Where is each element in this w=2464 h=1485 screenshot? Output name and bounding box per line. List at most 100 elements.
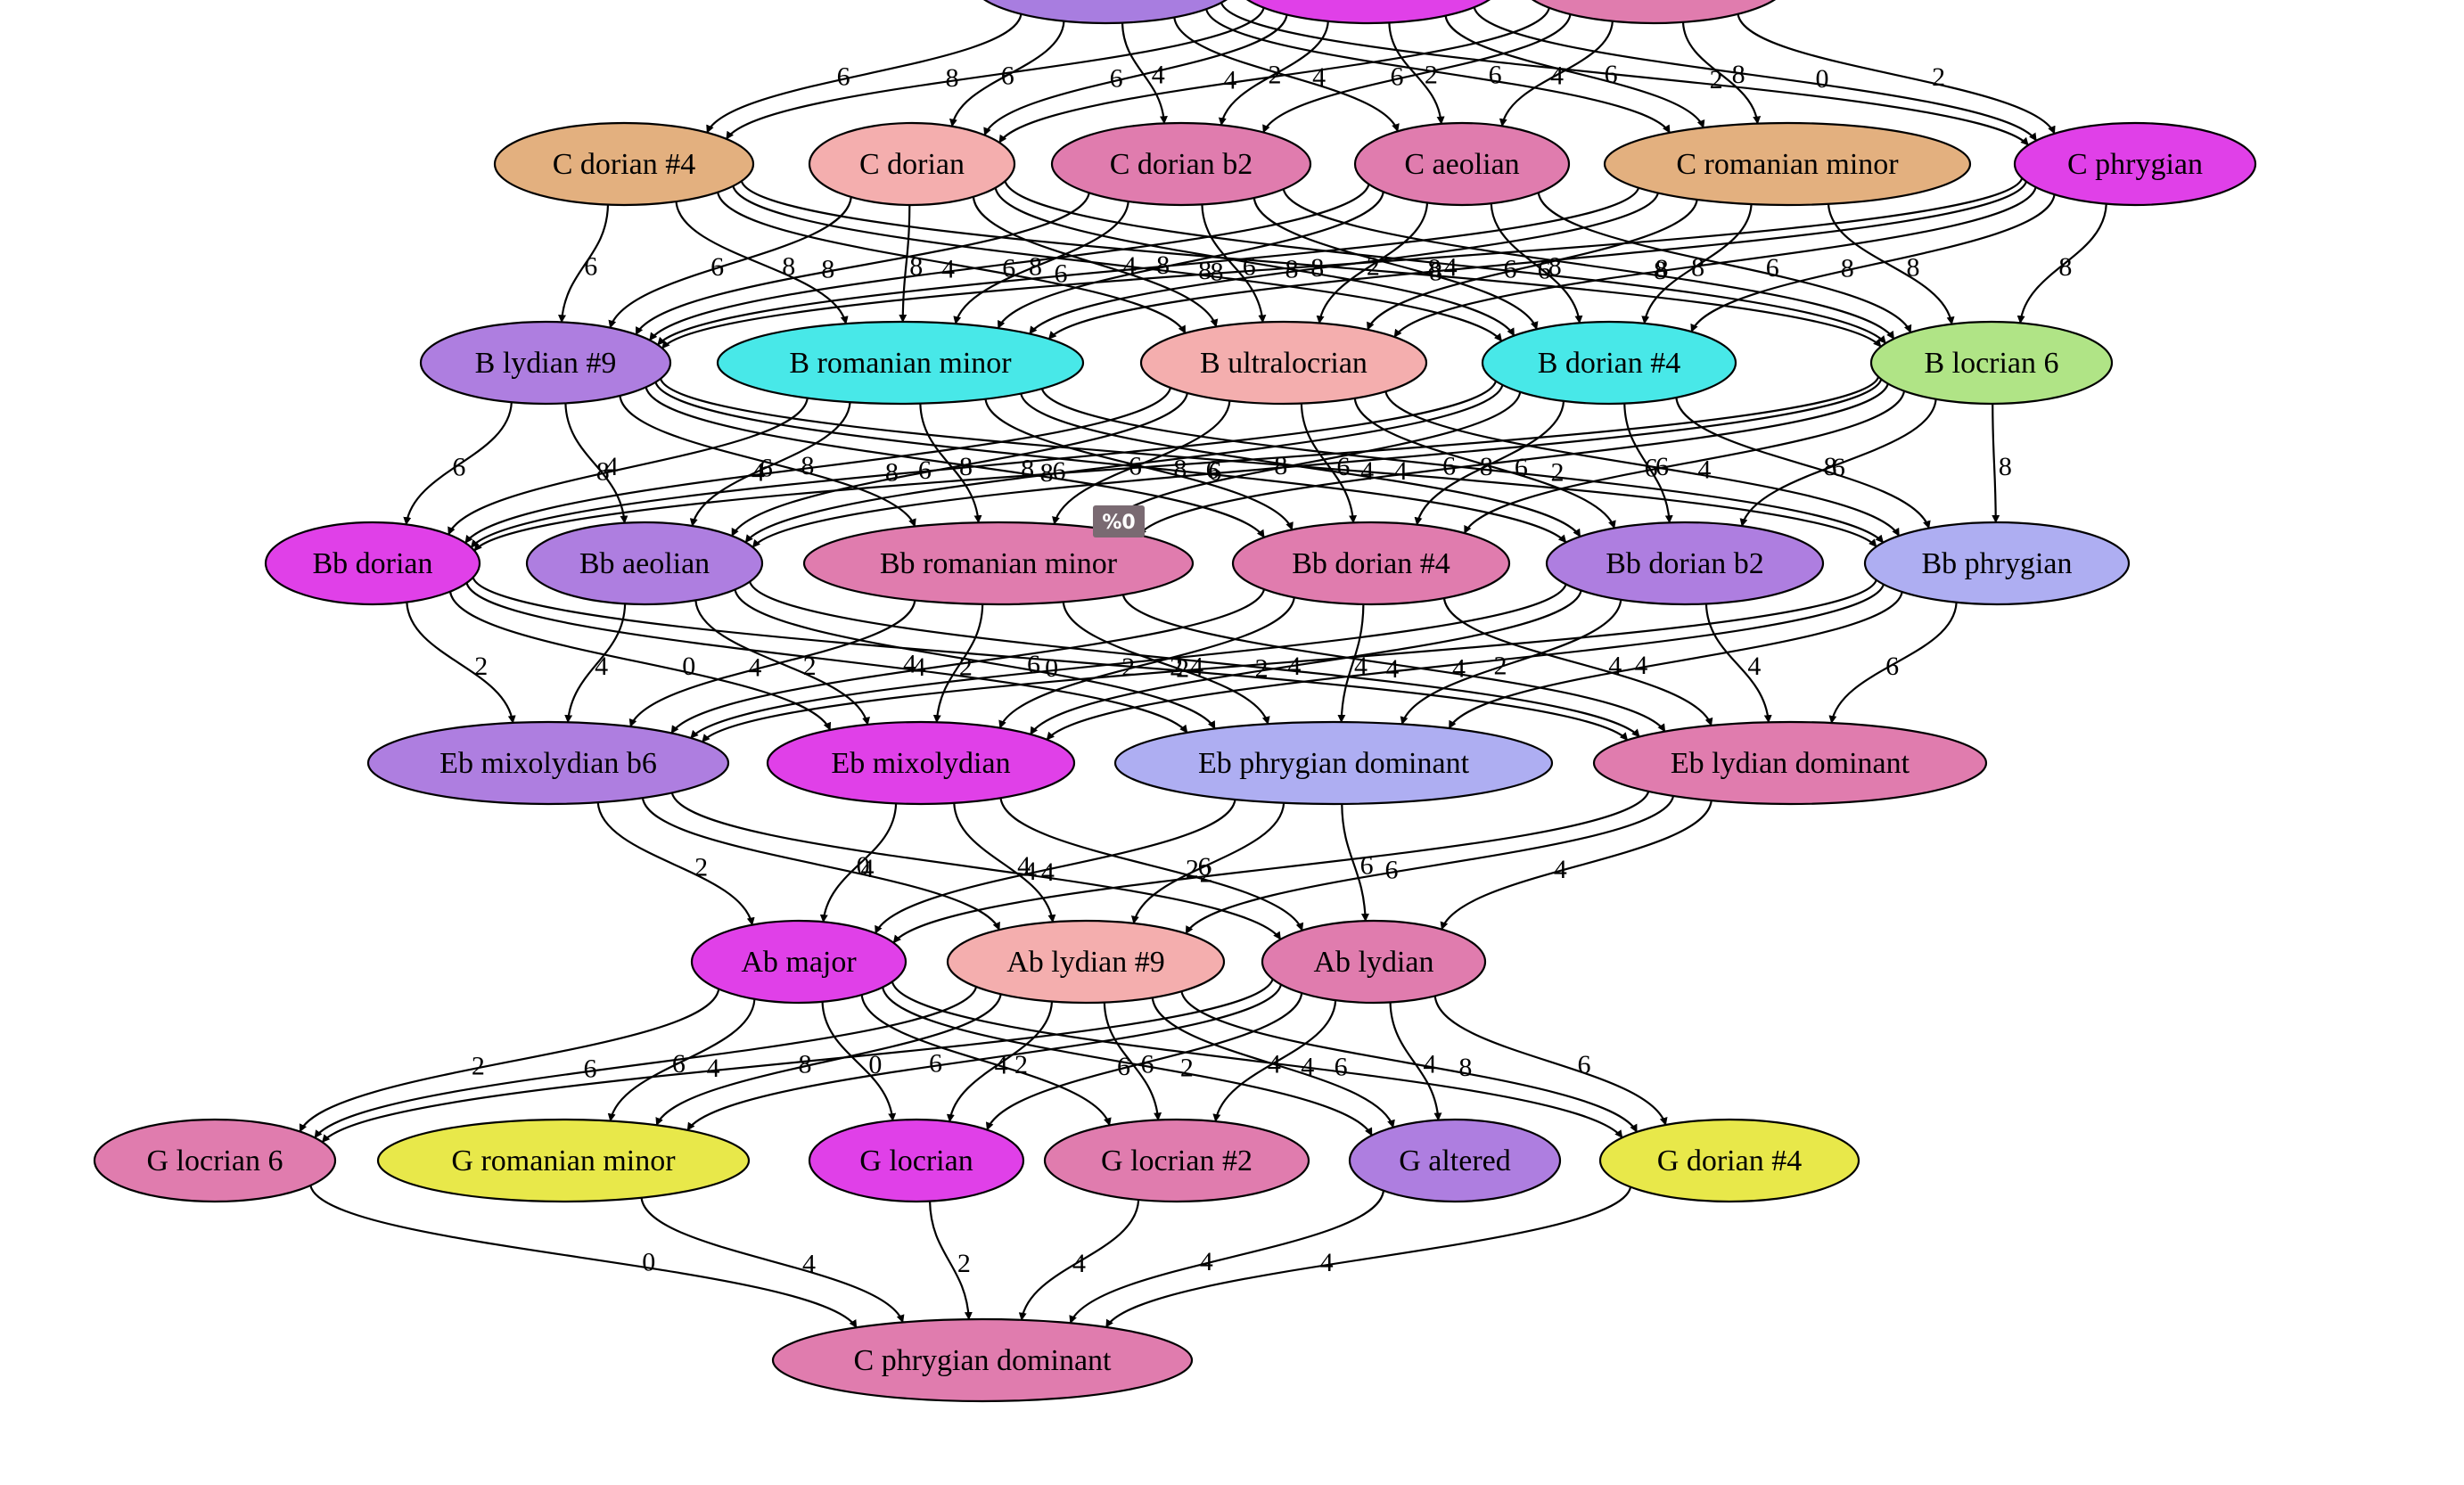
graph-edge — [299, 989, 720, 1133]
node-eb-mixolydian[interactable]: Eb mixolydian — [766, 720, 1076, 806]
graph-edge — [928, 1201, 973, 1320]
node-eb-lydian-dominant[interactable]: Eb lydian dominant — [1592, 720, 1988, 806]
node-label: Ab lydian — [1313, 946, 1433, 979]
graph-edge — [899, 204, 911, 323]
node-bb-dorian-s4[interactable]: Bb dorian #4 — [1231, 521, 1511, 606]
graph-edge — [1641, 204, 1753, 324]
graph-edge — [1623, 403, 1673, 524]
graph-edge — [1739, 398, 1937, 527]
edge-weight-label: 8 — [798, 1049, 811, 1079]
edge-weight-label: 6 — [1208, 457, 1221, 487]
node-c-dorian-s4[interactable]: C dorian #4 — [493, 121, 755, 207]
edge-weight-label: 2 — [694, 853, 708, 882]
node-g-dorian-s4[interactable]: G dorian #4 — [1598, 1118, 1860, 1203]
edge-weight-label: 4 — [1287, 652, 1301, 681]
graph-edge — [657, 187, 1640, 346]
graph-edge — [891, 981, 1623, 1139]
node-label: B romanian minor — [789, 347, 1012, 380]
node-top1[interactable] — [972, 0, 1239, 25]
node-ellipse — [93, 1118, 337, 1203]
node-ab-lydian-s9[interactable]: Ab lydian #9 — [946, 919, 1226, 1005]
node-bb-romanian-minor[interactable]: Bb romanian minor — [802, 521, 1195, 606]
graph-edge — [1393, 186, 2037, 338]
node-bb-phrygian[interactable]: Bb phrygian — [1863, 521, 2131, 606]
node-eb-mixolydian-b6[interactable]: Eb mixolydian b6 — [366, 720, 730, 806]
edge-weight-label: 0 — [857, 851, 870, 881]
graph-edge — [686, 984, 1283, 1131]
node-label: G locrian — [859, 1145, 973, 1177]
badge-text: %0 — [1102, 512, 1135, 534]
node-c-dorian[interactable]: C dorian — [808, 121, 1016, 207]
edge-weight-label: 0 — [868, 1050, 882, 1079]
node-g-altered[interactable]: G altered — [1348, 1118, 1562, 1203]
edge-weight-label: 6 — [1655, 452, 1669, 481]
graph-edge — [1004, 180, 1887, 344]
node-b-ultralocrian[interactable]: B ultralocrian — [1139, 320, 1428, 406]
graph-edge — [1737, 13, 2056, 135]
edge-weight-label: 6 — [1766, 253, 1779, 283]
edge-weight-label: 6 — [1385, 856, 1399, 885]
edge-weight-label: 8 — [821, 255, 834, 284]
edge-weight-label: 4 — [1152, 60, 1165, 89]
node-g-romanian-minor[interactable]: G romanian minor — [376, 1118, 751, 1203]
graph-edge — [953, 201, 1129, 325]
edge-weight-label: 2 — [1176, 654, 1189, 684]
badge-box — [1093, 505, 1145, 537]
node-c-phrygian[interactable]: C phrygian — [2013, 121, 2257, 207]
edge-weight-label: 8 — [909, 252, 923, 282]
edge-weight-label: 2 — [474, 652, 488, 681]
node-ellipse — [1598, 1118, 1860, 1203]
edge-weight-label: 2 — [1200, 859, 1213, 889]
graph-edge — [1440, 800, 1712, 931]
node-label: Bb dorian #4 — [1292, 547, 1450, 580]
node-bb-dorian-b2[interactable]: Bb dorian b2 — [1545, 521, 1825, 606]
graph-edge — [1473, 6, 2038, 142]
edge-weight-label: 6 — [1206, 455, 1220, 485]
node-c-romanian-minor[interactable]: C romanian minor — [1603, 121, 1972, 207]
node-b-locrian-6[interactable]: B locrian 6 — [1869, 320, 2114, 406]
node-g-locrian-s2[interactable]: G locrian #2 — [1043, 1118, 1310, 1203]
node-label: Bb dorian b2 — [1606, 547, 1764, 580]
node-eb-phrygian-dominant[interactable]: Eb phrygian dominant — [1113, 720, 1554, 806]
graph-edge — [1463, 390, 1906, 534]
node-b-romanian-minor[interactable]: B romanian minor — [716, 320, 1085, 406]
node-ellipse — [802, 521, 1195, 606]
edge-weight-label: 8 — [1285, 254, 1299, 283]
edge-label-badge: %0 — [1093, 505, 1145, 537]
node-ab-major[interactable]: Ab major — [690, 919, 908, 1005]
graph-edge — [690, 584, 1567, 739]
node-ellipse — [808, 121, 1016, 207]
edge-weight-label: 8 — [1999, 452, 2012, 481]
node-c-dorian-b2[interactable]: C dorian b2 — [1050, 121, 1312, 207]
node-ellipse — [1043, 1118, 1310, 1203]
node-top2[interactable] — [1235, 0, 1502, 25]
edge-weight-label: 8 — [1655, 254, 1668, 283]
graph-edge — [1704, 603, 1772, 724]
graph-edge — [1388, 22, 1445, 125]
node-ellipse — [525, 521, 764, 606]
graph-edge — [1675, 397, 1931, 529]
node-top3[interactable] — [1520, 0, 1787, 25]
node-bb-dorian[interactable]: Bb dorian — [264, 521, 481, 606]
edge-weight-label: 4 — [1554, 855, 1567, 884]
edge-weight-label: 6 — [1110, 64, 1123, 94]
node-ellipse — [493, 121, 755, 207]
node-b-lydian-s9[interactable]: B lydian #9 — [419, 320, 672, 406]
graph-edge — [949, 21, 1065, 127]
edge-weight-label: 6 — [583, 1054, 596, 1084]
node-g-locrian-6[interactable]: G locrian 6 — [93, 1118, 337, 1203]
edge-weight-label: 6 — [1489, 60, 1502, 89]
node-b-dorian-s4[interactable]: B dorian #4 — [1481, 320, 1737, 406]
node-c-phrygian-dominant[interactable]: C phrygian dominant — [771, 1317, 1194, 1403]
graph-edge — [1353, 398, 1616, 529]
node-ab-lydian[interactable]: Ab lydian — [1261, 919, 1487, 1005]
edge-weight-label: 0 — [642, 1248, 655, 1277]
node-c-aeolian[interactable]: C aeolian — [1353, 121, 1571, 207]
node-bb-aeolian[interactable]: Bb aeolian — [525, 521, 764, 606]
node-g-locrian[interactable]: G locrian — [808, 1118, 1025, 1203]
edge-weight-label: 8 — [1156, 250, 1170, 280]
node-ellipse — [982, 0, 1228, 25]
edge-weight-label: 8 — [959, 452, 973, 481]
graph-edge — [994, 187, 1515, 337]
